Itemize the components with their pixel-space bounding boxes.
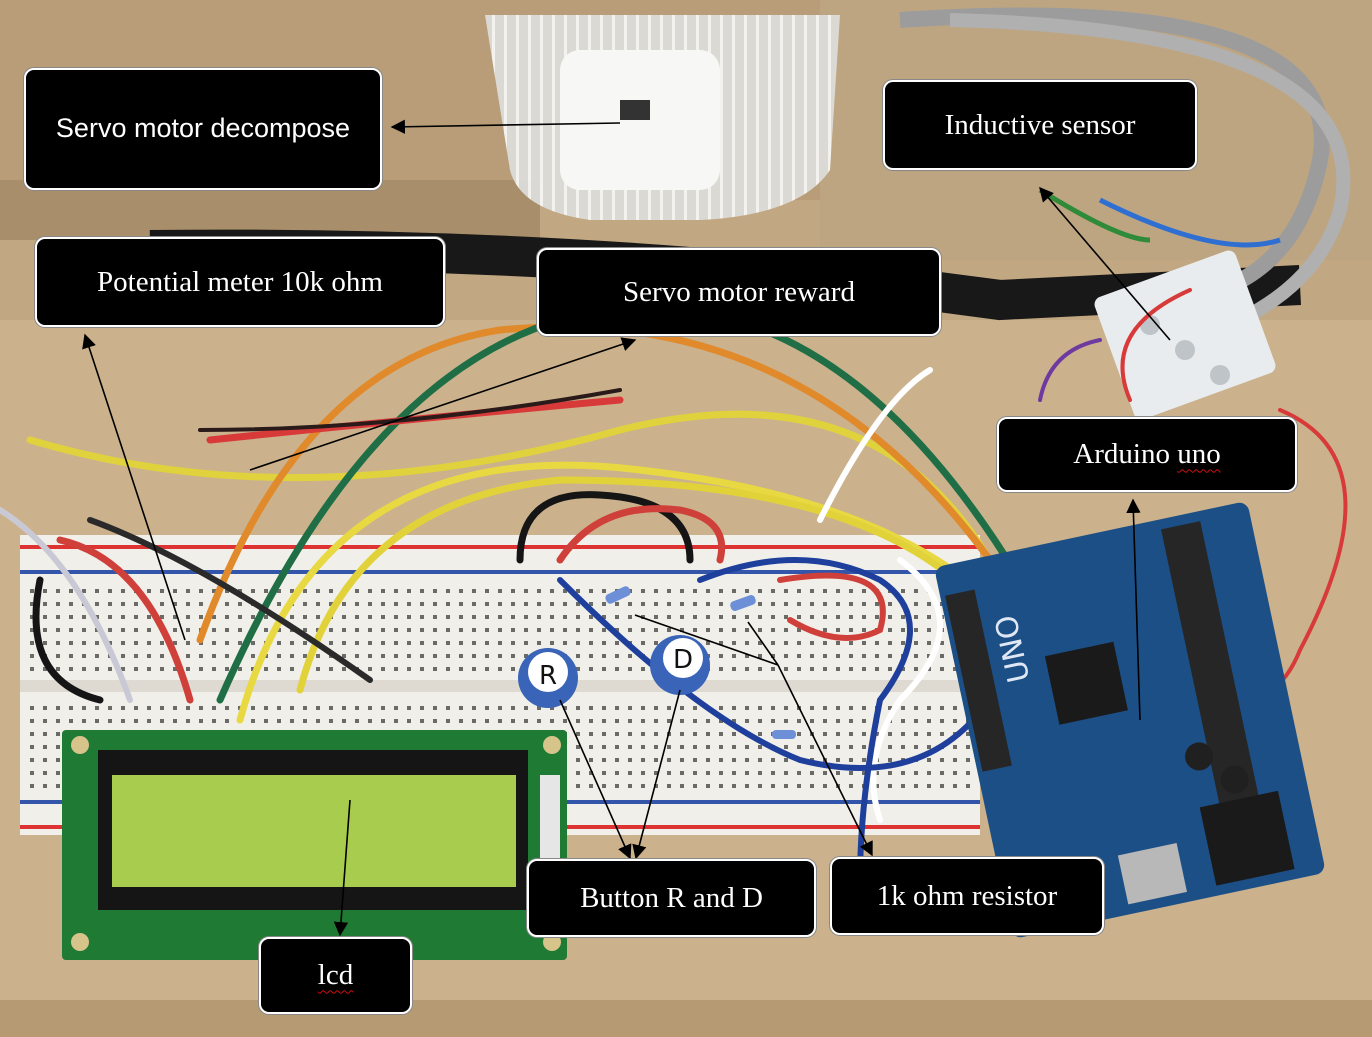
servo-decompose-housing bbox=[485, 15, 840, 220]
label-arduino-word: uno bbox=[1177, 438, 1221, 471]
arduino-board: UNO bbox=[935, 502, 1325, 938]
label-servo-motor-decompose: Servo motor decompose bbox=[24, 68, 382, 190]
label-arduino-prefix: Arduino bbox=[1073, 438, 1178, 471]
label-button-r-and-d: Button R and D bbox=[527, 859, 816, 937]
inductive-sensor-cables bbox=[899, 7, 1351, 327]
label-potential-meter: Potential meter 10k ohm bbox=[35, 237, 445, 327]
button-r-cap: R bbox=[539, 661, 557, 691]
label-1k-ohm-resistor: 1k ohm resistor bbox=[830, 857, 1104, 935]
push-buttons: R D bbox=[518, 635, 710, 708]
lcd-module bbox=[62, 730, 567, 960]
button-d-cap: D bbox=[673, 645, 693, 675]
label-servo-motor-reward: Servo motor reward bbox=[537, 248, 941, 336]
resistors bbox=[605, 586, 796, 739]
pointer-arrows bbox=[82, 119, 1171, 937]
label-inductive-sensor: Inductive sensor bbox=[883, 80, 1197, 170]
label-arduino-uno: Arduino uno bbox=[997, 417, 1297, 492]
label-lcd: lcd bbox=[259, 937, 412, 1014]
